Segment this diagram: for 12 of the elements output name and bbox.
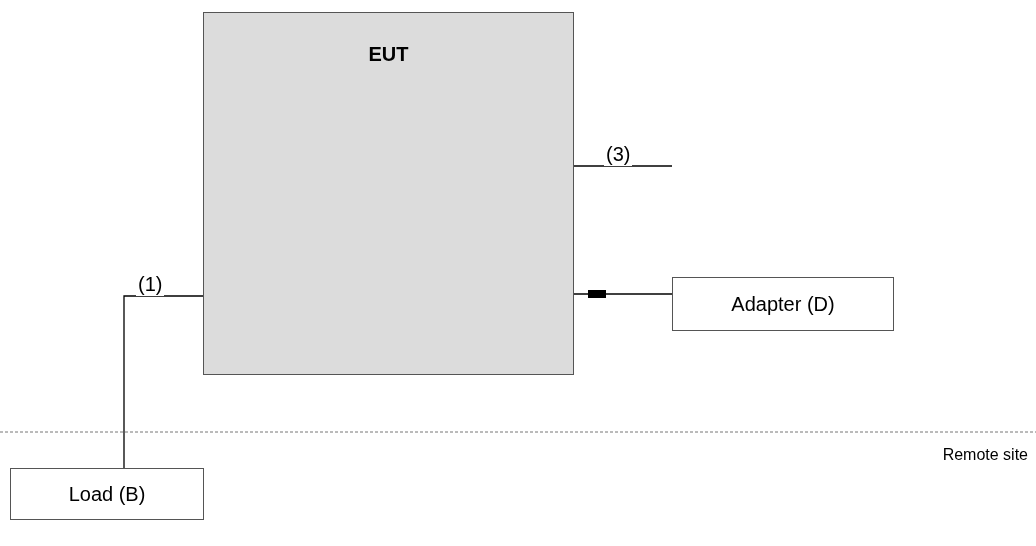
adapter-box	[672, 277, 894, 331]
cable-line	[573, 290, 673, 298]
area-label: Remote site	[942, 446, 1028, 464]
cable-line	[573, 165, 673, 167]
node-label: EUT	[368, 43, 409, 66]
cable-line	[123, 295, 204, 469]
load-box	[10, 468, 204, 520]
equipment-box	[203, 12, 574, 375]
edge-label: (3)	[604, 143, 633, 166]
node-label: Adapter (D)	[731, 292, 835, 316]
edge-label: (1)	[136, 273, 165, 296]
node-label: Load (B)	[68, 482, 146, 506]
